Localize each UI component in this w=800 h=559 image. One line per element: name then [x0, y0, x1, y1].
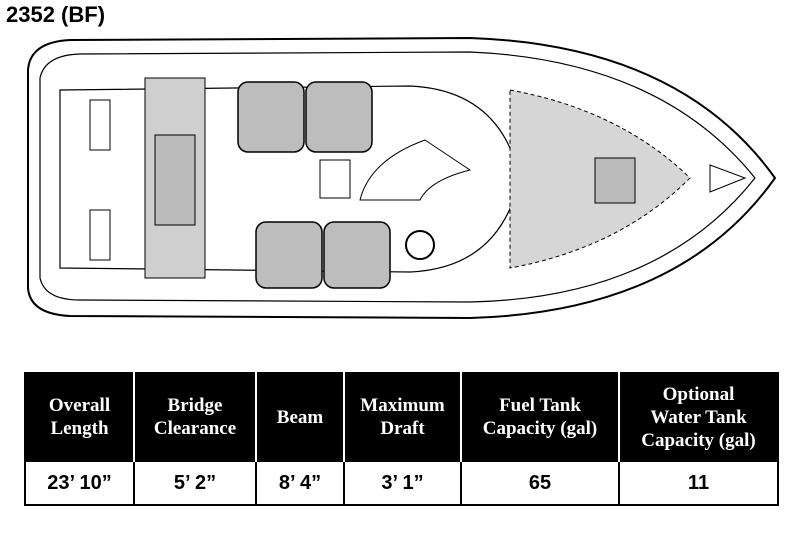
values-row: 23’ 10” 5’ 2” 8’ 4” 3’ 1” 65 11 — [24, 460, 779, 506]
value-fuel-tank: 65 — [460, 460, 620, 506]
gunwale-inner — [39, 51, 756, 303]
value-beam: 8’ 4” — [255, 460, 345, 506]
seat-stbd-1 — [255, 221, 323, 289]
value-bridge-clearance: 5’ 2” — [133, 460, 257, 506]
seat-port-1 — [237, 81, 305, 153]
seat-port-2 — [305, 81, 373, 153]
header-beam: Beam — [255, 373, 344, 461]
boat-layout-diagram — [27, 36, 777, 320]
steering-wheel — [405, 230, 435, 260]
seat-stbd-2 — [323, 221, 391, 289]
value-overall-length: 23’ 10” — [24, 460, 135, 506]
hull-outline — [27, 36, 777, 320]
value-water-tank: 11 — [618, 460, 779, 506]
value-maximum-draft: 3’ 1” — [343, 460, 462, 506]
model-title: 2352 (BF) — [6, 2, 106, 27]
